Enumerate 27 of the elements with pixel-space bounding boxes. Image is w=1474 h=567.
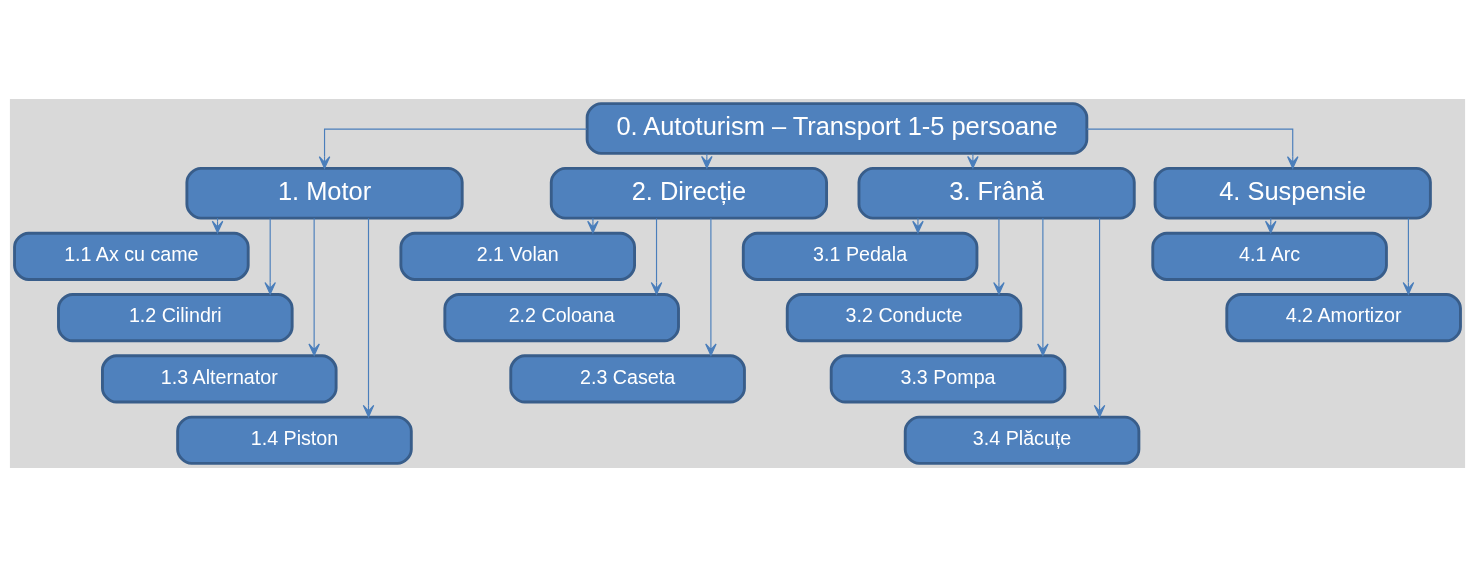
- node-box: 1.3 Alternator: [100, 354, 338, 404]
- arrow: [263, 217, 276, 295]
- node-box: 4.2 Amortizor: [1224, 293, 1462, 343]
- arrow: [318, 128, 587, 169]
- node-box: 2.2 Coloana: [442, 293, 680, 343]
- arrow: [911, 217, 924, 234]
- arrow: [966, 153, 979, 169]
- node-box: 4.1 Arc: [1150, 231, 1388, 281]
- arrow: [307, 217, 320, 357]
- arrow: [1036, 217, 1049, 357]
- node-box: 3.4 Plăcuțe: [903, 415, 1140, 465]
- node-box: 1.4 Piston: [175, 415, 413, 465]
- node-box: 3.2 Conducte: [785, 293, 1022, 343]
- arrow: [704, 217, 717, 357]
- node-box: 2.1 Volan: [398, 231, 636, 281]
- node-box: 3.1 Pedala: [741, 231, 978, 281]
- node-box: 2.3 Caseta: [508, 354, 746, 404]
- arrow: [1085, 128, 1298, 169]
- arrow: [362, 217, 374, 418]
- node-box: 3.3 Pompa: [829, 354, 1066, 404]
- arrow: [1402, 217, 1414, 295]
- arrow: [586, 217, 599, 234]
- arrow: [1093, 217, 1105, 418]
- node-box: 1.2 Cilindri: [56, 293, 294, 343]
- arrow: [650, 217, 662, 295]
- arrow: [992, 217, 1005, 295]
- node-box: 1.1 Ax cu came: [12, 231, 250, 281]
